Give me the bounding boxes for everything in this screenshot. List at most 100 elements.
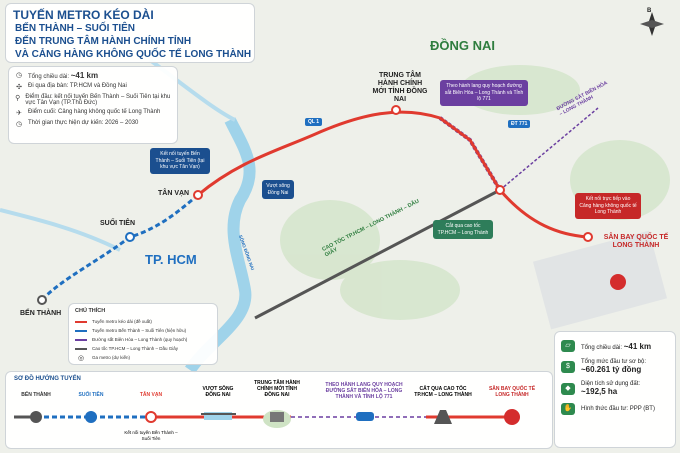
bridge-icon	[201, 412, 236, 420]
station-tthc	[391, 105, 401, 115]
diagram-stop-highway: CẮT QUA CAO TỐC TP.HCM – LONG THÀNH	[414, 386, 472, 398]
legend-label: Tuyến metro kéo dài (đề xuất)	[92, 319, 152, 324]
compass-label: B	[647, 8, 652, 14]
land-icon: ◆	[561, 382, 575, 395]
route-icon: ✣	[16, 84, 22, 91]
callout-corridor: Theo hành lang quy hoạch đường sắt Biên …	[440, 80, 528, 106]
label-airport: SÂN BAY QUỐC TẾ LONG THÀNH	[603, 234, 669, 249]
station-ring-icon	[145, 411, 157, 423]
train-car-icon	[356, 412, 374, 421]
money-bag-icon: $	[561, 360, 575, 373]
label-ben-thanh: BẾN THÀNH	[20, 310, 62, 317]
plane-icon: ✈	[16, 110, 22, 117]
legend-item: Tuyến metro kéo dài (đề xuất)	[75, 317, 211, 326]
title-line4: VÀ CẢNG HÀNG KHÔNG QUỐC TẾ LONG THÀNH	[15, 49, 252, 60]
legend-label: Đường sắt Biên Hòa – Long Thành (quy hoạ…	[92, 337, 188, 342]
diagram-heading: SƠ ĐỒ HƯỚNG TUYẾN	[14, 376, 81, 382]
legend-label: Tuyến metro Bến Thành – Suối Tiên (hiện …	[92, 328, 187, 333]
diagram-stop-ben-thanh: BẾN THÀNH	[21, 392, 51, 398]
label-tthc: TRUNG TÂM HÀNH CHÍNH MỚI TỈNH ĐỒNG NAI	[372, 72, 428, 103]
station-junction	[495, 185, 505, 195]
length-value: ~41 km	[70, 71, 99, 80]
station-ring-icon: ◎	[77, 354, 85, 362]
station-suoi-tien	[125, 232, 135, 242]
ruler-icon: ▱	[561, 340, 575, 352]
legend-label: Ga metro (dự kiến)	[92, 355, 131, 360]
end-text: Điểm cuối: Cảng hàng không quốc tế Long …	[28, 109, 161, 115]
region-hcm: TP. HCM	[145, 252, 197, 267]
train-icon	[30, 411, 42, 423]
info-row-time: ◷ Thời gian thực hiện dự kiến: 2026 – 203…	[15, 120, 171, 128]
callout-bridge: Vượt sông Đồng Nai	[262, 180, 294, 199]
diagram-stop-suoi-tien: SUỐI TIÊN	[78, 392, 104, 398]
info-box: ◷ Tổng chiều dài: ~41 km ✣ Đi qua địa bàn:…	[8, 66, 178, 144]
title-line2: BẾN THÀNH – SUỐI TIÊN	[15, 23, 136, 34]
stats-row-length: ▱ Tổng chiều dài: ~41 km	[561, 340, 669, 352]
callout-airport: Kết nối trực tiếp vào Cảng hàng không qu…	[575, 193, 641, 219]
diagram-stop-corridor: THEO HÀNH LANG QUY HOẠCH ĐƯỜNG SẮT BIÊN …	[325, 382, 403, 400]
info-row-start: ⚲ Điểm đầu: kết nối tuyến Bến Thành – Suố…	[15, 94, 171, 106]
info-row-length: ◷ Tổng chiều dài: ~41 km	[15, 71, 171, 80]
label-suoi-tien: SUỐI TIÊN	[100, 220, 136, 227]
stats-land-label: Diện tích sử dụng đất:	[581, 381, 641, 387]
legend: CHÚ THÍCH Tuyến metro kéo dài (đề xuất) …	[68, 303, 218, 365]
length-label: Tổng chiều dài:	[28, 74, 70, 80]
station-ben-thanh	[37, 295, 47, 305]
highway-line	[254, 188, 501, 320]
compass-icon	[640, 12, 664, 36]
info-row-end: ✈ Điểm cuối: Cảng hàng không quốc tế Long…	[15, 109, 171, 117]
region-dong-nai: ĐỒNG NAI	[430, 38, 495, 53]
callout-tan-van: Kết nối tuyến Bến Thành – Suối Tiên (tại…	[150, 148, 210, 174]
route-diagram: SƠ ĐỒ HƯỚNG TUYẾN BẾN THÀNH SUỐI TIÊN TÂ…	[5, 371, 553, 449]
diagram-line	[14, 409, 520, 428]
title-line1: TUYẾN METRO KÉO DÀI	[13, 8, 154, 22]
ql1-badge: QL 1	[305, 118, 323, 126]
station-airport	[583, 232, 593, 242]
area-text: Đi qua địa bàn: TP.HCM và Đồng Nai	[28, 83, 127, 89]
building-icon	[263, 410, 291, 428]
station-dot-icon	[85, 411, 97, 423]
title-box: TUYẾN METRO KÉO DÀI BẾN THÀNH – SUỐI TIÊ…	[5, 3, 255, 63]
handshake-icon: ✋	[561, 403, 575, 415]
airport-icon	[610, 274, 626, 290]
time-text: Thời gian thực hiện dự kiến: 2026 – 2030	[28, 120, 139, 126]
airport-area	[532, 230, 668, 330]
diagram-stop-tan-van: TÂN VẠN	[139, 392, 163, 398]
stats-invest-value: ~60.261 tỷ đồng	[581, 365, 642, 374]
diagram-stop-bridge: VƯỢT SÔNG ĐỒNG NAI	[202, 386, 234, 398]
railway-line	[499, 107, 599, 191]
legend-heading: CHÚ THÍCH	[75, 308, 106, 314]
legend-swatch	[75, 329, 87, 332]
highway-icon	[434, 410, 452, 424]
stats-land-value: ~192,5 ha	[581, 387, 618, 396]
legend-item: ◎ Ga metro (dự kiến)	[75, 353, 211, 362]
proposed-metro-line	[197, 110, 589, 239]
callout-highway: Cắt qua cao tốc TP.HCM – Long Thành	[433, 220, 493, 239]
legend-label: Cao tốc TP.HCM – Long Thành – Dầu Giây	[92, 346, 179, 351]
stats-invest-label: Tổng mức đầu tư sơ bộ:	[581, 359, 646, 365]
stats-length-label: Tổng chiều dài:	[581, 344, 623, 351]
diagram-tan-van-note: Kết nối tuyến Bến Thành – Suối Tiên	[124, 430, 178, 441]
diagram-stop-airport: SÂN BAY QUỐC TẾ LONG THÀNH	[488, 386, 536, 398]
clock-icon: ◷	[15, 72, 23, 79]
label-tan-van: TÂN VẠN	[158, 190, 190, 197]
legend-item: Đường sắt Biên Hòa – Long Thành (quy hoạ…	[75, 335, 211, 344]
legend-item: Cao tốc TP.HCM – Long Thành – Dầu Giây	[75, 344, 211, 353]
legend-item: Tuyến metro Bến Thành – Suối Tiên (hiện …	[75, 326, 211, 335]
info-row-area: ✣ Đi qua địa bàn: TP.HCM và Đồng Nai	[15, 83, 171, 91]
start-text: Điểm đầu: kết nối tuyến Bến Thành – Suối…	[25, 94, 171, 106]
timer-icon: ◷	[15, 121, 23, 128]
station-tan-van	[193, 190, 203, 200]
stats-row-land: ◆ Diện tích sử dụng đất:~192,5 ha	[561, 381, 669, 396]
title-line3: ĐẾN TRUNG TÂM HÀNH CHÍNH TỈNH	[15, 36, 192, 47]
stats-box: ▱ Tổng chiều dài: ~41 km $ Tổng mức đầu tư…	[554, 331, 676, 448]
legend-swatch	[75, 338, 87, 341]
dt771-badge: ĐT 771	[508, 120, 531, 128]
stats-row-form: ✋ Hình thức đầu tư: PPP (BT)	[561, 403, 669, 415]
stats-row-invest: $ Tổng mức đầu tư sơ bộ:~60.261 tỷ đồng	[561, 359, 669, 374]
legend-swatch	[75, 320, 87, 323]
plane-icon	[504, 409, 520, 425]
pin-icon: ⚲	[15, 95, 21, 102]
stats-form: Hình thức đầu tư: PPP (BT)	[581, 406, 655, 412]
stats-length-value: ~41 km	[623, 341, 652, 351]
